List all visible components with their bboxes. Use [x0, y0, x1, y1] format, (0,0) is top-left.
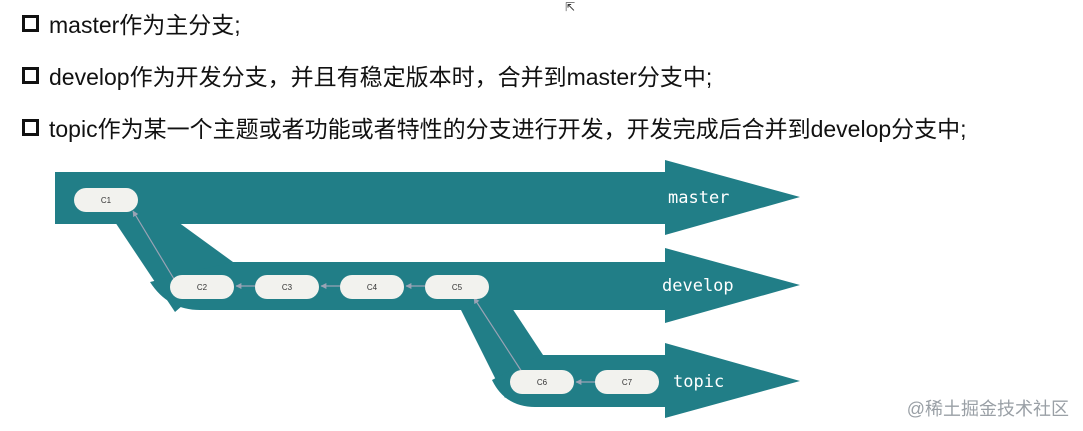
commit-c2: C2 [170, 275, 234, 299]
commit-c5: C5 [425, 275, 489, 299]
watermark: @稀土掘金技术社区 [906, 399, 1069, 419]
commit-c1: C1 [74, 188, 138, 212]
svg-text:C5: C5 [452, 283, 463, 292]
commit-c6: C6 [510, 370, 574, 394]
mouse-cursor-icon: ⇱ [565, 0, 576, 14]
bullet-item-master: master作为主分支; [22, 6, 241, 40]
branch-label-topic: topic [673, 372, 724, 392]
branch-label-master: master [668, 188, 729, 208]
commit-c4: C4 [340, 275, 404, 299]
commit-c3: C3 [255, 275, 319, 299]
bullet-item-topic: topic作为某一个主题或者功能或者特性的分支进行开发，开发完成后合并到deve… [22, 110, 967, 144]
bullet-text: master作为主分支; [49, 12, 241, 38]
svg-text:C6: C6 [537, 378, 548, 387]
svg-text:C4: C4 [367, 283, 378, 292]
commit-c7: C7 [595, 370, 659, 394]
git-branch-diagram: master develop topic C1 C2 C3 C4 C5 C6 C… [55, 160, 800, 418]
bullet-text: develop作为开发分支，并且有稳定版本时，合并到master分支中; [49, 64, 713, 90]
svg-text:C3: C3 [282, 283, 293, 292]
commit-arrow [473, 297, 523, 373]
square-bullet-icon [22, 66, 39, 84]
square-bullet-icon [22, 118, 39, 136]
bullet-text: topic作为某一个主题或者功能或者特性的分支进行开发，开发完成后合并到deve… [49, 116, 967, 142]
master-develop-connector [115, 222, 233, 312]
square-bullet-icon [22, 14, 39, 32]
commit-arrow [132, 210, 175, 280]
svg-text:C7: C7 [622, 378, 633, 387]
bullet-item-develop: develop作为开发分支，并且有稳定版本时，合并到master分支中; [22, 58, 712, 92]
branch-label-develop: develop [662, 276, 734, 296]
svg-text:C2: C2 [197, 283, 208, 292]
svg-text:C1: C1 [101, 196, 112, 205]
master-branch-band [55, 160, 800, 235]
